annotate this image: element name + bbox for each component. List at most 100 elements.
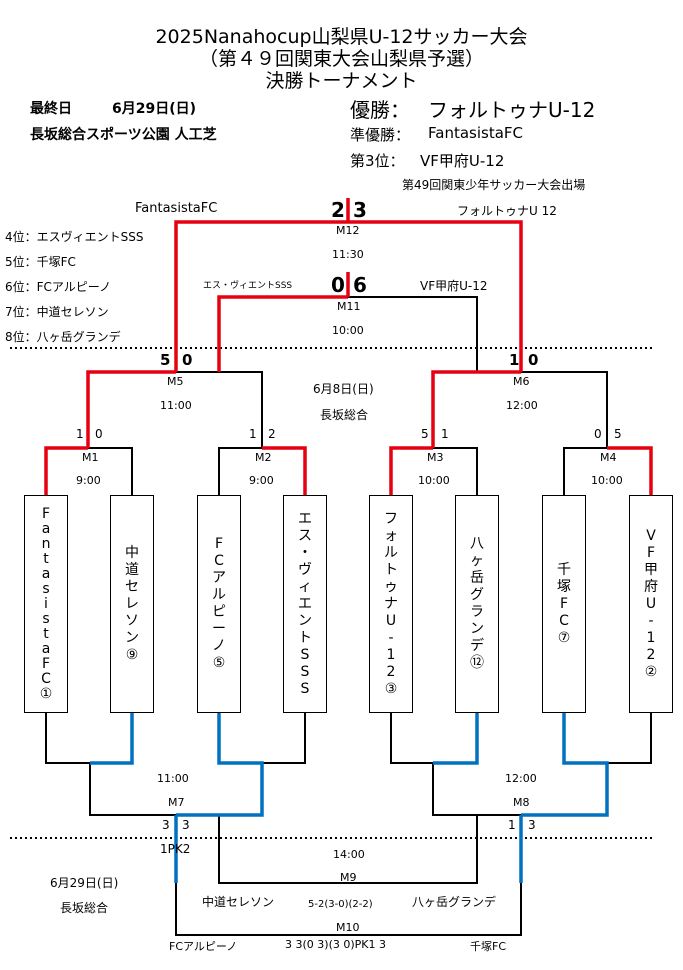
m7-time: 11:00	[157, 772, 189, 785]
m3-winner-line	[389, 446, 433, 495]
m3-loser-line	[433, 713, 479, 765]
m10-team-right: 千塚FC	[470, 940, 507, 953]
team-char: グ	[470, 587, 484, 603]
team-char: ⑦	[557, 629, 571, 646]
m5-winner-line	[86, 370, 176, 448]
m3-time: 10:00	[418, 474, 450, 487]
m2-left-line	[218, 447, 262, 495]
team-char: -	[648, 612, 654, 629]
team-box-nakamichi	[110, 495, 154, 713]
team-char: セ	[125, 578, 139, 595]
ranking-8: 8位：八ヶ岳グランデ	[5, 330, 121, 344]
winner-name: フォルトゥナU-12	[428, 98, 596, 122]
team-char: 1	[646, 629, 656, 646]
team-char: 2	[386, 663, 396, 680]
team-char: F	[214, 536, 224, 552]
winner-lines	[44, 198, 653, 495]
team-char: ヶ	[470, 553, 484, 569]
m8-time: 12:00	[505, 772, 537, 785]
m6-time: 12:00	[506, 399, 538, 412]
team-char: 甲	[644, 561, 658, 578]
m10-score-detail: 3 3(0 3)(3 0)PK1 3	[285, 938, 386, 951]
m5-time: 11:00	[160, 399, 192, 412]
third-label: 第3位：	[350, 152, 405, 170]
team-char: 千	[557, 561, 571, 578]
team-char: C	[41, 670, 51, 687]
m4-label: M4	[600, 451, 617, 464]
m5-score-right: 0	[182, 351, 193, 369]
round1-date: 6月8日(日)	[313, 382, 374, 396]
runner-up-label: 準優勝：	[350, 126, 411, 144]
team-char: 岳	[470, 570, 484, 586]
team-box-yatsugatake	[455, 495, 499, 713]
m4-score-right: 5	[614, 427, 622, 441]
team-char: エ	[298, 595, 312, 612]
m2-score-right: 2	[268, 427, 276, 441]
winner-label: 優勝：	[350, 98, 410, 122]
team-char: 道	[125, 561, 139, 578]
team-char: 2	[646, 646, 656, 663]
team-char: ヴ	[298, 561, 312, 578]
runner-up-name: FantasistaFC	[428, 124, 523, 142]
team-char: F	[559, 595, 569, 612]
m8-right-stub	[607, 713, 652, 764]
team-char: ⑤	[212, 655, 226, 671]
m2-label: M2	[255, 451, 272, 464]
team-char: ン	[125, 629, 139, 646]
m5-right-line	[176, 371, 263, 448]
m12-winner-line	[348, 220, 523, 372]
team-char: エ	[298, 510, 312, 527]
team-char: ト	[298, 629, 312, 646]
team-char: U	[645, 595, 657, 612]
team-box-vf-kofu	[629, 495, 673, 713]
m4-left-line	[563, 447, 607, 495]
m8-score-left: 1	[508, 818, 516, 832]
team-char: a	[41, 520, 51, 537]
team-char: ン	[470, 621, 484, 637]
m9-label: M9	[340, 871, 357, 884]
m3-right-line	[433, 447, 478, 495]
m11-team-left: エス・ヴィエントSSS	[203, 281, 293, 291]
m2-score-left: 1	[249, 427, 257, 441]
m2-winner-line	[262, 446, 307, 495]
team-box-fantasista	[24, 495, 68, 713]
m10-team-left: FCアルピーノ	[169, 940, 238, 953]
final-day-date-bottom: 6月29日(日)	[50, 876, 119, 890]
team-box-fortuna	[369, 495, 413, 713]
m6-label: M6	[513, 375, 530, 388]
ranking-5: 5位：千塚FC	[5, 255, 76, 269]
team-char: ル	[384, 544, 398, 561]
m7-score-left: 3	[162, 818, 170, 832]
team-char: C	[214, 553, 224, 569]
m6-winner-line	[431, 370, 521, 448]
title-line1: 2025Nanahocup山梨県U-12サッカー大会	[155, 26, 528, 48]
team-char: F	[41, 505, 51, 522]
team-char: ノ	[212, 638, 226, 654]
m11-score-right: 6	[353, 273, 367, 297]
team-char: ラ	[470, 604, 484, 620]
m3-score-right: 1	[441, 427, 449, 441]
team-char: S	[300, 680, 310, 697]
m3-label: M3	[427, 451, 444, 464]
final-day-label: 最終日	[30, 101, 72, 117]
team-char: V	[646, 527, 656, 544]
m12-left-line	[174, 220, 348, 372]
m8-label: M8	[513, 796, 530, 809]
title-line3: 決勝トーナメント	[265, 70, 418, 92]
team-box-esviento	[283, 495, 327, 713]
m4-winner-line	[607, 446, 653, 495]
m11-label: M11	[337, 300, 361, 313]
team-char: ス	[298, 527, 312, 544]
team-char: ⑨	[125, 646, 139, 663]
team-char: S	[300, 646, 310, 663]
m7-score-right: 3	[182, 818, 190, 832]
m7-pk: 1PK2	[160, 842, 191, 856]
m12-score-right: 3	[353, 198, 367, 222]
